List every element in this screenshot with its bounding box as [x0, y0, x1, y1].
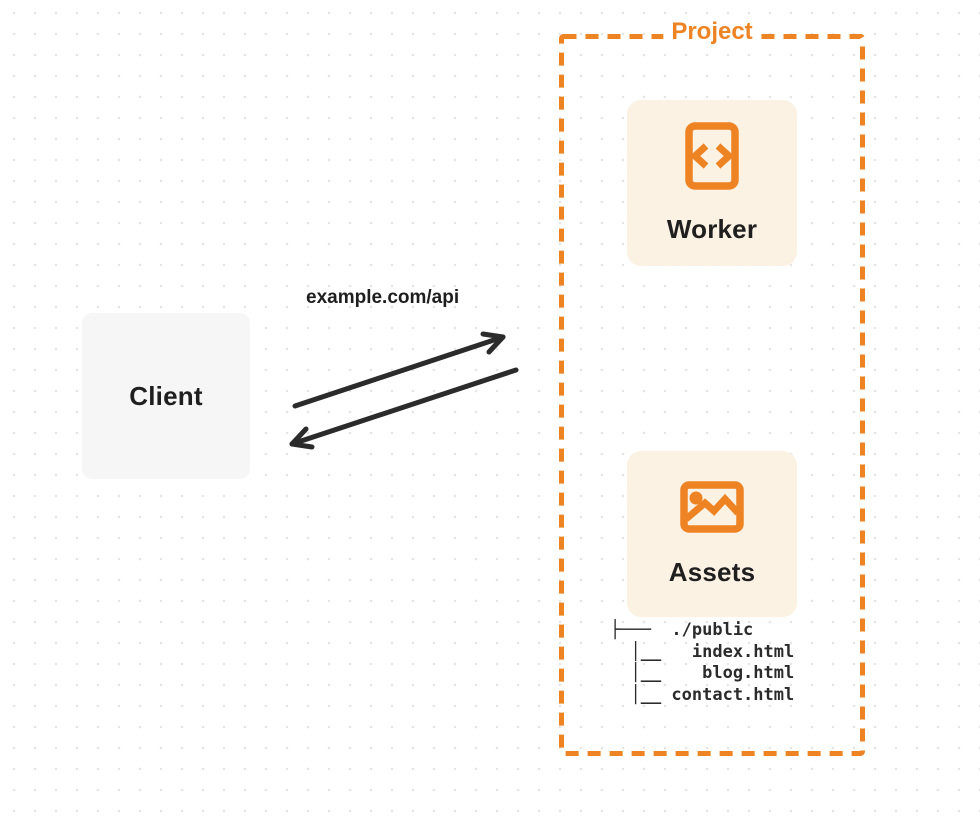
assets-node: Assets	[627, 451, 797, 617]
image-icon	[680, 480, 744, 533]
client-node: Client	[82, 313, 250, 479]
assets-label: Assets	[668, 556, 756, 587]
assets-file-tree: ├─── ./public │__ index.html │__ blog.ht…	[610, 620, 795, 705]
worker-node: Worker	[627, 100, 797, 266]
request-url-label: example.com/api	[306, 287, 460, 308]
worker-label: Worker	[666, 213, 758, 244]
request-arrow-head	[480, 331, 506, 355]
project-container: Project Worker Assets	[559, 18, 865, 756]
request-arrow-line	[292, 334, 506, 409]
response-arrow-line	[289, 367, 519, 447]
code-file-icon	[685, 121, 739, 190]
response-arrow-head	[289, 426, 315, 450]
project-label: Project	[663, 18, 761, 46]
client-label: Client	[129, 380, 203, 411]
